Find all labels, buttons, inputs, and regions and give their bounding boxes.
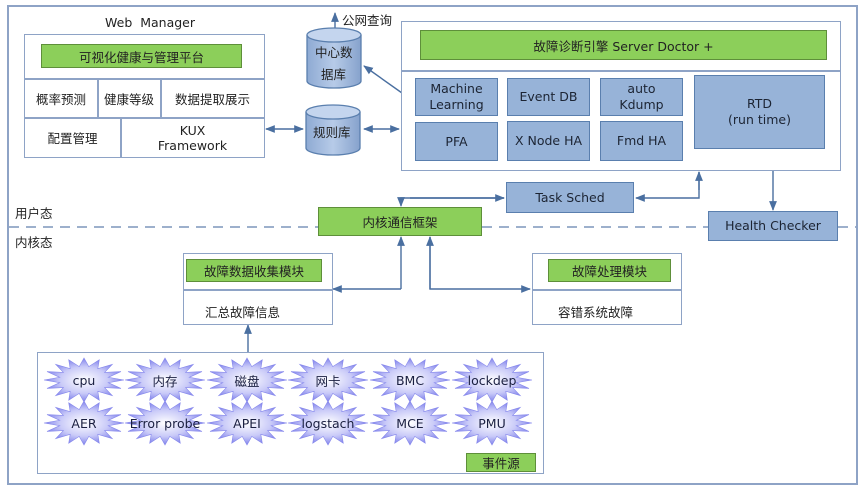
module-auto-kdump[interactable]: auto Kdump	[600, 78, 683, 116]
event-source-6[interactable]: AER	[43, 400, 125, 446]
probability-prediction[interactable]: 概率预测	[35, 91, 86, 107]
module-rtd[interactable]: RTD (run time)	[694, 75, 825, 149]
fault-collect-body: 汇总故障信息	[205, 305, 281, 320]
kux-framework[interactable]: KUX Framework	[157, 122, 228, 153]
module-pfa[interactable]: PFA	[415, 122, 498, 161]
event-source-label: logstach	[301, 415, 355, 431]
web-manager-divider-1	[24, 78, 265, 80]
rules-db-label: 规则库	[313, 125, 351, 140]
arrow-doctor-task	[635, 172, 700, 202]
event-source-label: 磁盘	[234, 373, 260, 389]
starburst-icon	[206, 400, 288, 446]
starburst-icon	[124, 357, 206, 403]
center-db-label-2: 据库	[321, 67, 347, 82]
server-doctor-title[interactable]: 故障诊断引擎 Server Doctor +	[420, 30, 827, 60]
rules-db-icon[interactable]	[305, 104, 361, 156]
kernel-space-label: 内核态	[15, 235, 53, 250]
event-source-2[interactable]: 磁盘	[206, 357, 288, 403]
event-source-label: BMC	[395, 372, 425, 388]
event-source-7[interactable]: Error probe	[124, 400, 206, 446]
event-source-4[interactable]: BMC	[369, 357, 451, 403]
health-level[interactable]: 健康等级	[103, 91, 154, 107]
event-source-label: AER	[71, 415, 97, 431]
starburst-icon	[287, 357, 369, 403]
module-machine-learning[interactable]: Machine Learning	[415, 78, 498, 116]
event-source-0[interactable]: cpu	[43, 357, 125, 403]
event-source-label: cpu	[72, 372, 96, 388]
data-extract-display[interactable]: 数据提取展示	[174, 91, 250, 107]
event-source-9[interactable]: logstach	[287, 400, 369, 446]
arrow-task-kernel	[397, 197, 504, 207]
fault-handle-body: 容错系统故障	[558, 305, 634, 320]
starburst-icon	[206, 357, 288, 403]
center-db-label-1: 中心数	[315, 45, 353, 60]
config-management[interactable]: 配置管理	[47, 131, 98, 146]
arrow-kernel-handle	[429, 237, 531, 293]
event-source-label: APEI	[233, 415, 261, 431]
module-fmd-ha[interactable]: Fmd HA	[600, 121, 683, 161]
event-source-label: 内存	[152, 373, 178, 389]
arrow-to-center-db	[363, 65, 403, 94]
task-sched[interactable]: Task Sched	[506, 182, 634, 213]
health-checker[interactable]: Health Checker	[708, 211, 838, 241]
event-source-label: 网卡	[315, 373, 341, 389]
fault-collect-title[interactable]: 故障数据收集模块	[186, 259, 322, 282]
event-source-label: PMU	[478, 415, 506, 431]
event-source-label: MCE	[396, 415, 424, 431]
web-manager-divider-2	[24, 117, 265, 119]
starburst-icon	[43, 400, 125, 446]
starburst-icon	[369, 400, 451, 446]
event-source-5[interactable]: lockdep	[451, 357, 533, 403]
starburst-icon	[124, 400, 206, 446]
health-platform[interactable]: 可视化健康与管理平台	[41, 44, 242, 68]
rtd-title: RTD	[746, 96, 773, 112]
fault-handle-title[interactable]: 故障处理模块	[548, 259, 671, 282]
starburst-icon	[287, 400, 369, 446]
starburst-icon	[369, 357, 451, 403]
event-source-label: lockdep	[467, 372, 517, 388]
user-space-label: 用户态	[15, 206, 53, 221]
center-db-icon[interactable]	[306, 27, 362, 89]
rtd-subtitle: (run time)	[728, 112, 791, 127]
web-manager-title: Web Manager	[105, 15, 195, 30]
starburst-icon	[451, 357, 533, 403]
event-source-label: Error probe	[129, 415, 201, 431]
event-source-10[interactable]: MCE	[369, 400, 451, 446]
public-query-label: 公网查询	[342, 13, 393, 28]
kernel-comm-framework[interactable]: 内核通信框架	[318, 207, 482, 236]
module-event-db[interactable]: Event DB	[507, 78, 590, 116]
event-source-1[interactable]: 内存	[124, 357, 206, 403]
starburst-icon	[451, 400, 533, 446]
event-source-11[interactable]: PMU	[451, 400, 533, 446]
event-source-3[interactable]: 网卡	[287, 357, 369, 403]
event-sources-label: 事件源	[466, 453, 536, 472]
starburst-icon	[43, 357, 125, 403]
event-source-8[interactable]: APEI	[206, 400, 288, 446]
module-x-node-ha[interactable]: X Node HA	[507, 121, 590, 161]
